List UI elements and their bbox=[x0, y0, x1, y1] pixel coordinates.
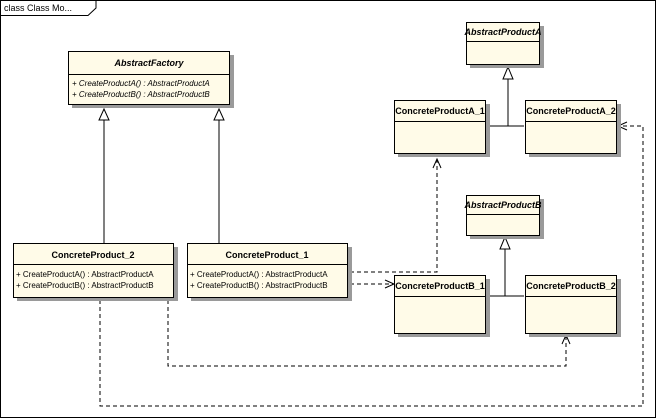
class-name: ConcreteProduct_1 bbox=[225, 250, 308, 260]
class-abstract-product-a[interactable]: AbstractProductA bbox=[463, 22, 544, 69]
operation: + CreateProductA() : AbstractProductA bbox=[16, 270, 154, 279]
operation: + CreateProductB() : AbstractProductB bbox=[72, 90, 210, 99]
class-box bbox=[525, 275, 617, 334]
class-box bbox=[466, 195, 540, 236]
operation: + CreateProductA() : AbstractProductA bbox=[190, 270, 328, 279]
operation: + CreateProductA() : AbstractProductA bbox=[72, 79, 210, 88]
generalization-arrowhead bbox=[98, 107, 110, 121]
generalization-arrowhead bbox=[502, 65, 514, 80]
dependency-arrowhead bbox=[432, 157, 442, 169]
class-concrete-product-1[interactable]: ConcreteProduct_1 + CreateProductA() : A… bbox=[187, 243, 353, 302]
class-name: ConcreteProduct_2 bbox=[51, 250, 134, 260]
class-name: AbstractFactory bbox=[113, 58, 184, 68]
generalization-arrowhead bbox=[213, 107, 225, 121]
class-name: ConcreteProductA_2 bbox=[526, 106, 616, 116]
class-name: ConcreteProductA_1 bbox=[395, 106, 485, 116]
class-name: AbstractProductA bbox=[463, 27, 541, 37]
class-box bbox=[394, 275, 486, 334]
class-box bbox=[187, 243, 348, 298]
operation: + CreateProductB() : AbstractProductB bbox=[16, 281, 154, 290]
dependency-line bbox=[350, 160, 438, 273]
class-concrete-product-a1[interactable]: ConcreteProductA_1 bbox=[394, 100, 491, 158]
class-box bbox=[394, 100, 486, 154]
class-abstract-factory[interactable]: AbstractFactory + CreateProductA() : Abs… bbox=[68, 51, 235, 109]
class-box bbox=[13, 243, 174, 298]
operation: + CreateProductB() : AbstractProductB bbox=[190, 281, 328, 290]
class-box bbox=[68, 51, 230, 105]
class-name: ConcreteProductB_2 bbox=[526, 281, 616, 291]
class-concrete-product-a2[interactable]: ConcreteProductA_2 bbox=[525, 100, 622, 158]
frame-tab bbox=[0, 0, 97, 16]
class-concrete-product-2[interactable]: ConcreteProduct_2 + CreateProductA() : A… bbox=[13, 243, 179, 302]
generalization-arrowhead bbox=[499, 235, 511, 250]
frame-label: class Class Mo... bbox=[4, 3, 72, 13]
class-box bbox=[525, 100, 617, 154]
class-abstract-product-b[interactable]: AbstractProductB bbox=[463, 195, 544, 240]
class-concrete-product-b1[interactable]: ConcreteProductB_1 bbox=[394, 275, 491, 338]
class-concrete-product-b2[interactable]: ConcreteProductB_2 bbox=[525, 275, 622, 338]
class-name: ConcreteProductB_1 bbox=[395, 281, 485, 291]
class-name: AbstractProductB bbox=[463, 200, 542, 210]
class-box bbox=[466, 22, 540, 65]
dependency-line bbox=[99, 125, 644, 407]
dependency-line bbox=[167, 300, 567, 367]
